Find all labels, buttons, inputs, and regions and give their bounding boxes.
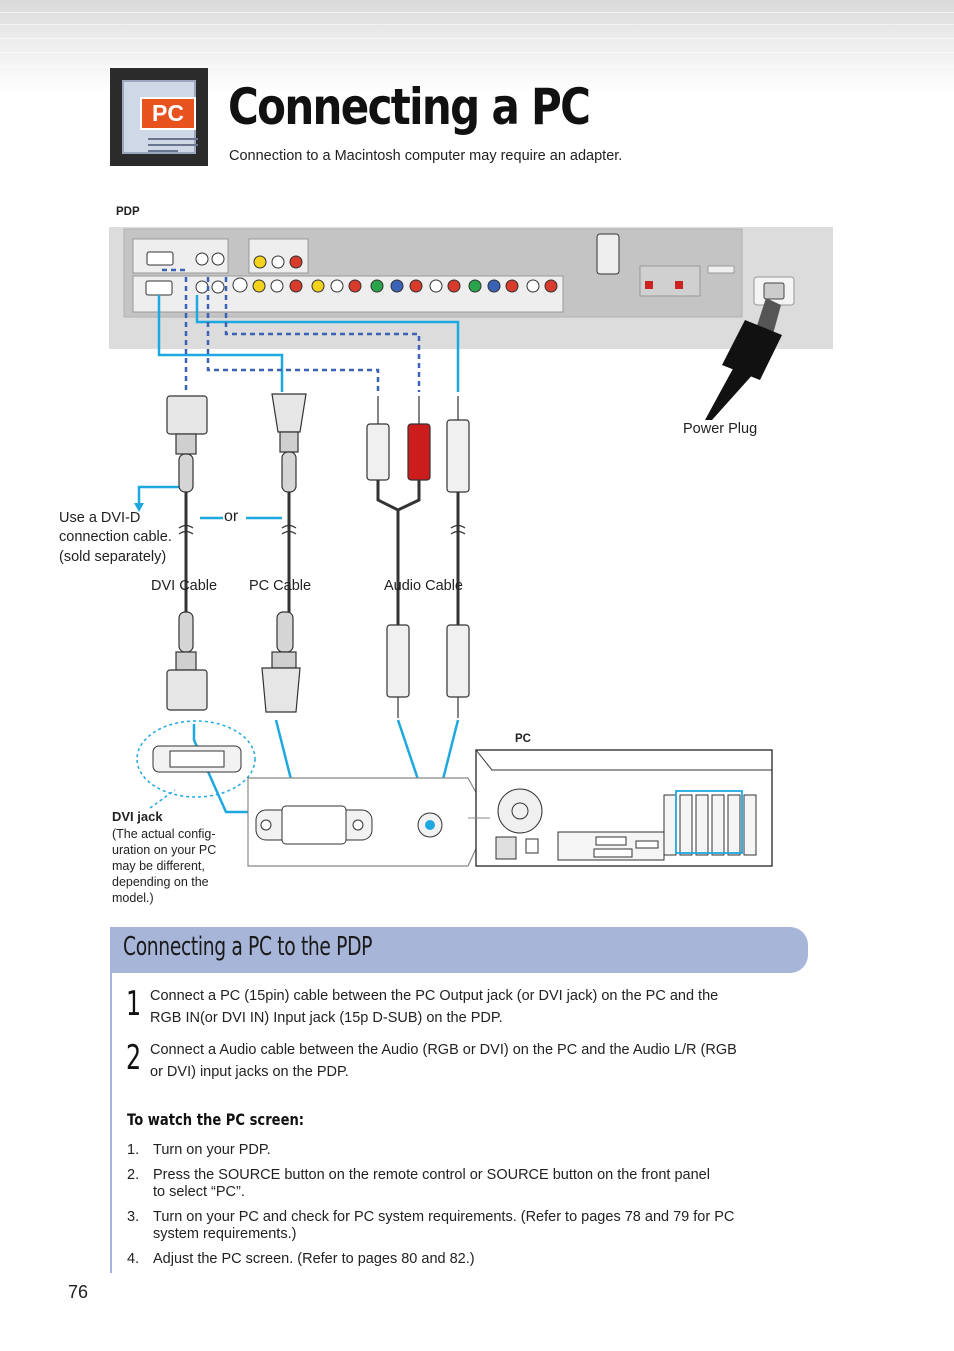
power-plug — [705, 298, 782, 420]
dvi-cable — [166, 395, 208, 711]
list-item: Turn on your PC and check for PC system … — [153, 1209, 803, 1243]
pc-cable-label: PC Cable — [249, 578, 312, 594]
step-2-line-2: or DVI) input jacks on the PDP. — [150, 1064, 349, 1080]
dvi-note-line1: Use a DVI-D — [59, 510, 141, 526]
list-item: Adjust the PC screen. (Refer to pages 80… — [153, 1251, 803, 1268]
audio-cable-label: Audio Cable — [384, 578, 463, 594]
dvi-jack-note-5: model.) — [112, 891, 154, 905]
step-text: Connect a PC (15pin) cable between the P… — [150, 985, 800, 1029]
list-item-number: 4. — [127, 1251, 140, 1267]
list-item-line: Press the SOURCE button on the remote co… — [153, 1167, 710, 1183]
dvi-jack-title: DVI jack — [112, 809, 163, 824]
list-item-number: 3. — [127, 1209, 140, 1225]
list-item-number: 1. — [127, 1142, 140, 1158]
pc-cable — [261, 393, 307, 713]
page-subtitle: Connection to a Macintosh computer may r… — [229, 148, 623, 164]
step-2-line-1: Connect a Audio cable between the Audio … — [150, 1042, 737, 1058]
or-label: or — [224, 508, 239, 525]
list-item-line: Turn on your PC and check for PC system … — [153, 1209, 735, 1225]
document-lines-icon — [148, 138, 198, 160]
dvi-note-line3: (sold separately) — [59, 549, 167, 565]
step-1-line-1: Connect a PC (15pin) cable between the P… — [150, 988, 719, 1004]
list-item-line: to select “PC”. — [153, 1184, 245, 1200]
dvi-jack-note-3: may be different, — [112, 859, 205, 873]
list-item-line: Adjust the PC screen. (Refer to pages 80… — [153, 1251, 475, 1267]
pdp-dvi-port — [146, 251, 174, 266]
pc-badge: PC — [140, 97, 196, 130]
pc-section-icon: PC — [110, 68, 208, 166]
pc-ports-highlight — [675, 790, 743, 854]
dvi-jack-callout — [136, 720, 256, 798]
list-item: Press the SOURCE button on the remote co… — [153, 1167, 803, 1201]
step-number: 2 — [126, 1038, 142, 1078]
section-header-bar — [110, 927, 808, 973]
pdp-label: PDP — [116, 206, 140, 218]
step-text: Connect a Audio cable between the Audio … — [150, 1039, 800, 1083]
pdp-pc-port — [145, 280, 173, 296]
step-1-line-2: RGB IN(or DVI IN) Input jack (15p D-SUB)… — [150, 1010, 503, 1026]
pc-label: PC — [515, 733, 531, 745]
page-number: 76 — [68, 1282, 89, 1302]
list-item-line: Turn on your PDP. — [153, 1142, 271, 1158]
dvi-cable-label: DVI Cable — [151, 578, 218, 594]
section-left-rule — [110, 973, 112, 1273]
list-item-number: 2. — [127, 1167, 140, 1183]
section-title: Connecting a PC to the PDP — [123, 932, 373, 962]
watch-pc-title: To watch the PC screen: — [127, 1110, 305, 1129]
connection-diagram — [109, 227, 833, 867]
page-title: Connecting a PC — [228, 78, 591, 136]
dvi-note-line2: connection cable. — [59, 529, 172, 545]
list-item: Turn on your PDP. — [153, 1142, 803, 1159]
audio-cable — [366, 396, 470, 718]
dvi-jack-note-2: uration on your PC — [112, 843, 217, 857]
power-plug-label: Power Plug — [683, 421, 758, 437]
list-item-line: system requirements.) — [153, 1226, 297, 1242]
dvi-jack-note-1: (The actual config- — [112, 827, 216, 841]
fan-icon — [497, 788, 543, 834]
dvi-jack-note-4: depending on the — [112, 875, 209, 889]
step-number: 1 — [126, 984, 142, 1024]
